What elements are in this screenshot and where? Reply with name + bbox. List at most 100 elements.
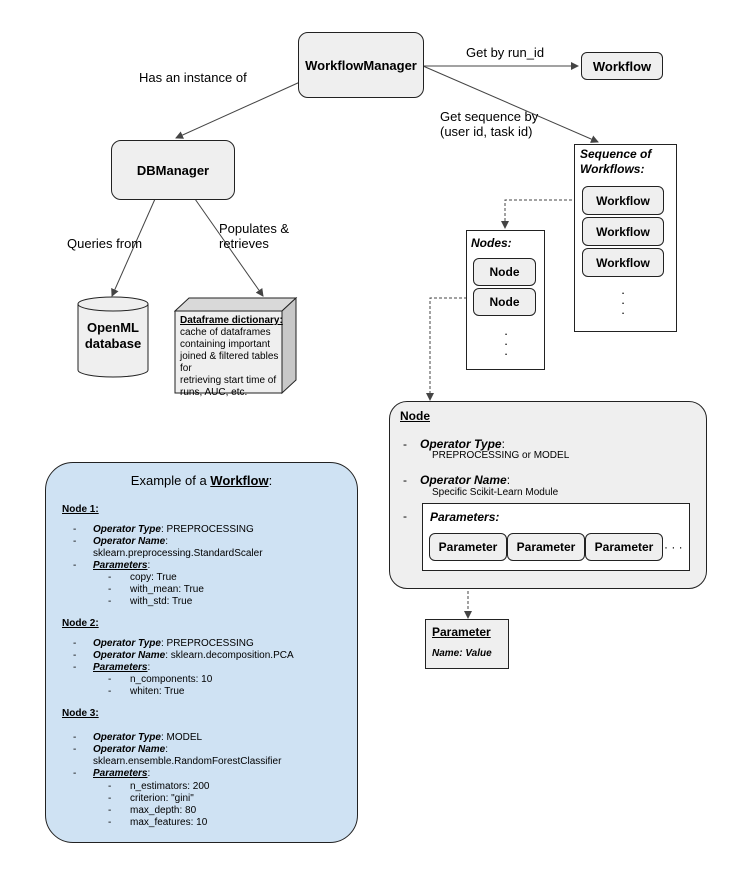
nodes-ellipsis: ... — [504, 323, 508, 358]
openml-label-2: database — [84, 336, 142, 351]
example-node2-name-dash: - — [73, 650, 77, 661]
parameter-chip-3-label: Parameter — [594, 540, 654, 554]
example-node1-type: - — [73, 524, 77, 535]
example-node2-type-dash: - — [73, 638, 77, 649]
parameter-chip-1: Parameter — [429, 533, 507, 561]
example-node3-title: Node 3: — [62, 708, 99, 719]
node-detail-op-name-label: Operator Name: — [420, 473, 511, 487]
workflow-label: Workflow — [592, 58, 652, 74]
example-node3-type-text: Operator Type: MODEL — [93, 732, 202, 744]
openml-label-1: OpenML — [87, 320, 139, 335]
workflow-node: Workflow — [581, 52, 663, 80]
example-node1-param-2-dash: - — [108, 584, 112, 595]
example-node1-param-3-dash: - — [108, 596, 112, 607]
example-node3-name-value: sklearn.ensemble.RandomForestClassifier — [93, 756, 282, 767]
example-node2-type-label: Operator Type — [93, 638, 161, 649]
example-node1-param-2: with_mean: True — [130, 584, 204, 595]
example-node2-params-label: Parameters — [93, 662, 148, 673]
example-node2-type-text: Operator Type: PREPROCESSING — [93, 638, 254, 650]
dataframe-desc-1: cache of dataframes — [180, 327, 271, 338]
example-node2-params-text: Parameters: — [93, 662, 151, 673]
example-node1-params-label: Parameters — [93, 560, 148, 571]
example-node2-param-2-dash: - — [108, 686, 112, 697]
edge-node-to-detail — [426, 297, 472, 401]
dataframe-desc-4: retrieving start time of — [180, 375, 277, 386]
edge-label-queries-from: Queries from — [67, 236, 143, 251]
example-node3-param-3-dash: - — [108, 805, 112, 816]
nodes-node-1-label: Node — [489, 265, 520, 279]
example-panel — [45, 462, 358, 843]
parameters-title: Parameters: — [430, 510, 500, 524]
example-node2-name-value: : sklearn.decomposition.PCA — [165, 650, 294, 661]
example-node3-param-2: criterion: "gini" — [130, 793, 194, 804]
example-node3-name-colon: : — [165, 744, 169, 755]
example-node2-name-label: Operator Name — [93, 650, 166, 661]
example-node3-param-1: n_estimators: 200 — [130, 781, 210, 792]
dbmanager-label: DBManager — [136, 162, 210, 178]
example-node1-param-3: with_std: True — [130, 596, 193, 607]
parameter-chip-2-label: Parameter — [516, 540, 576, 554]
example-node3-params-dash: - — [73, 768, 77, 779]
node-detail-dash-1: - — [403, 437, 407, 451]
parameter-chip-3: Parameter — [585, 533, 663, 561]
parameter-node-value: : Value — [459, 648, 492, 659]
example-node1-params-text: Parameters: — [93, 560, 151, 571]
example-node3-name-label: Operator Name — [93, 744, 166, 755]
edge-db-to-openml — [111, 198, 156, 297]
sequence-workflow-1: Workflow — [582, 186, 664, 215]
dataframe-cube — [174, 297, 298, 395]
example-node1-params-dash: - — [73, 560, 77, 571]
example-node1-param-1-dash: - — [108, 572, 112, 583]
example-title-suffix: : — [268, 473, 273, 488]
nodes-node-2-label: Node — [489, 295, 520, 309]
node-detail-dash-2: - — [403, 473, 407, 487]
nodes-node-1: Node — [473, 258, 536, 286]
example-node3-type-label: Operator Type — [93, 732, 161, 743]
parameter-node-body: Name: Value — [432, 646, 492, 662]
parameter-chip-2: Parameter — [507, 533, 585, 561]
node-detail-op-type-label: Operator Type: — [420, 437, 505, 451]
example-node1-param-1: copy: True — [130, 572, 177, 583]
edge-label-populates-2: retrieves — [219, 236, 269, 251]
workflow-manager-label: WorkflowManager — [305, 57, 417, 73]
sequence-ellipsis: ... — [621, 282, 625, 317]
edge-wm-to-sequence — [422, 65, 599, 143]
example-node3-param-4-dash: - — [108, 817, 112, 828]
example-node2-param-1: n_components: 10 — [130, 674, 213, 685]
edge-label-has-instance: Has an instance of — [139, 70, 247, 85]
sequence-workflow-2-label: Workflow — [596, 224, 650, 239]
node-detail-op-type-text: Operator Type — [420, 437, 502, 451]
database-icon — [77, 296, 149, 378]
sequence-workflow-2: Workflow — [582, 217, 664, 246]
example-node3-params-text: Parameters: — [93, 768, 151, 779]
example-node1-name-text: Operator Name: — [93, 536, 168, 548]
example-node3-param-1-dash: - — [108, 781, 112, 792]
example-node2-param-1-dash: - — [108, 674, 112, 685]
node-detail-dash-3: - — [403, 509, 407, 523]
example-node1-name-dash: - — [73, 536, 77, 547]
example-node2-title: Node 2: — [62, 618, 99, 629]
edge-label-get-sequence-1: Get sequence by — [440, 109, 539, 124]
dbmanager-node: DBManager — [111, 140, 235, 200]
example-node1-type-value: : PREPROCESSING — [160, 524, 254, 535]
dataframe-desc-5: runs, AUC, etc. — [180, 387, 248, 398]
node-detail-content: Node — [400, 409, 430, 424]
edge-label-get-by-run-id: Get by run_id — [466, 45, 545, 60]
example-node3-name-dash: - — [73, 744, 77, 755]
dataframe-desc-2: containing important — [180, 339, 271, 350]
nodes-node-2: Node — [473, 288, 536, 316]
example-title-workflow: Workflow — [210, 473, 269, 488]
example-node1-type-text: Operator Type: PREPROCESSING — [93, 524, 254, 536]
example-node2-param-2: whiten: True — [130, 686, 185, 697]
edge-label-populates-1: Populates & — [219, 221, 290, 236]
node-detail-title: Node — [400, 409, 430, 423]
edge-db-to-dataframe — [194, 198, 264, 297]
example-node3-param-3: max_depth: 80 — [130, 805, 197, 816]
edge-label-get-sequence-2: (user id, task id) — [440, 124, 533, 139]
parameter-ellipsis: · · · — [664, 540, 683, 554]
sequence-workflow-3: Workflow — [582, 248, 664, 277]
example-node1-name-colon: : — [165, 536, 169, 547]
example-node2-params-dash: - — [73, 662, 77, 673]
sequence-title-1: Sequence of — [580, 147, 652, 161]
node-detail-op-name-text: Operator Name — [420, 473, 507, 487]
